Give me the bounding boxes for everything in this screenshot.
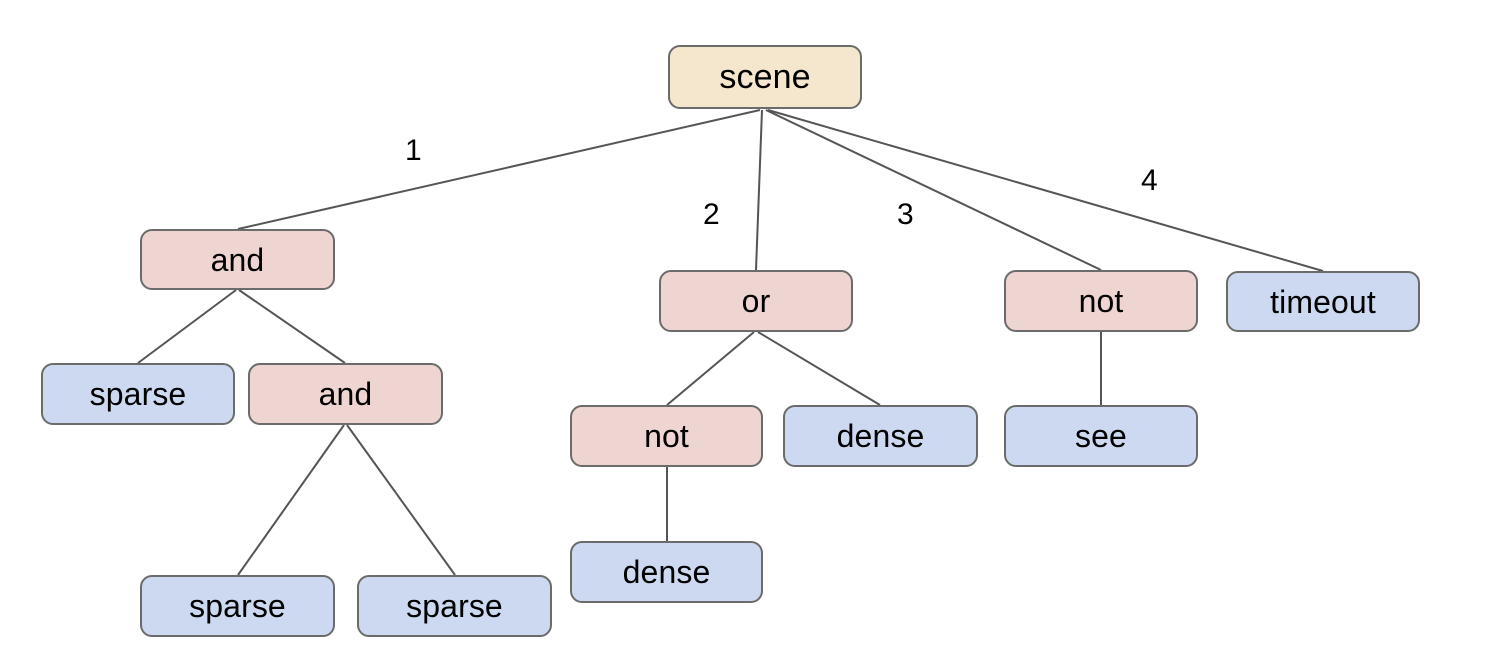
tree-node-label: dense bbox=[622, 554, 711, 590]
tree-node-see1[interactable]: see bbox=[1004, 405, 1198, 467]
tree-edge bbox=[767, 109, 1324, 272]
tree-node-scene[interactable]: scene bbox=[668, 45, 862, 109]
tree-node-label: see bbox=[1075, 418, 1127, 454]
tree-node-sparse2[interactable]: sparse bbox=[140, 575, 335, 637]
tree-node-label: and bbox=[318, 376, 373, 412]
tree-node-not2[interactable]: not bbox=[570, 405, 763, 467]
tree-node-label: or bbox=[741, 283, 771, 319]
edge-label: 3 bbox=[897, 198, 914, 231]
tree-node-label: sparse bbox=[189, 588, 286, 624]
tree-node-not1[interactable]: not bbox=[1004, 270, 1198, 332]
edge-label: 2 bbox=[703, 198, 720, 231]
tree-node-and2[interactable]: and bbox=[248, 363, 443, 425]
tree-node-or1[interactable]: or bbox=[659, 270, 853, 332]
tree-node-label: timeout bbox=[1270, 283, 1376, 320]
tree-node-label: scene bbox=[719, 58, 811, 96]
tree-edge bbox=[765, 109, 1102, 271]
tree-node-dense1[interactable]: dense bbox=[783, 405, 978, 467]
tree-node-sparse3[interactable]: sparse bbox=[357, 575, 552, 637]
tree-edge bbox=[137, 289, 237, 364]
tree-node-and1[interactable]: and bbox=[140, 229, 335, 290]
tree-node-label: not bbox=[644, 418, 689, 454]
tree-node-timeout1[interactable]: timeout bbox=[1226, 271, 1420, 332]
tree-edge bbox=[346, 424, 456, 576]
tree-node-dense2[interactable]: dense bbox=[570, 541, 763, 603]
tree-node-label: not bbox=[1078, 283, 1124, 319]
tree-edge bbox=[757, 331, 881, 406]
tree-edge bbox=[237, 109, 761, 230]
tree-node-label: dense bbox=[836, 418, 925, 454]
tree-node-label: and bbox=[210, 241, 265, 278]
edge-label: 4 bbox=[1141, 164, 1158, 197]
edge-label: 1 bbox=[405, 134, 422, 167]
tree-edge bbox=[666, 331, 755, 406]
tree-node-sparse1[interactable]: sparse bbox=[41, 363, 235, 425]
tree-node-label: sparse bbox=[406, 588, 503, 624]
tree-edge bbox=[755, 109, 763, 271]
tree-edge bbox=[238, 289, 346, 364]
tree-edge bbox=[237, 424, 345, 576]
tree-node-label: sparse bbox=[89, 376, 187, 412]
